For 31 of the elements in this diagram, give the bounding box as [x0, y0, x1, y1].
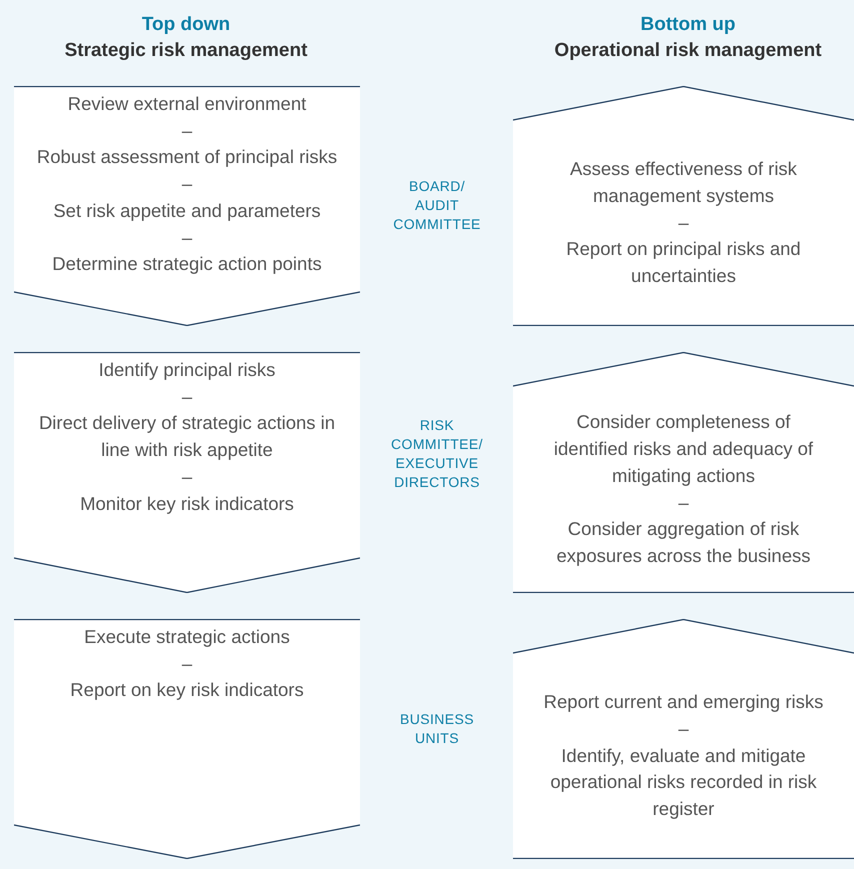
box-text: Direct delivery of strategic actions in line with risk appetite	[38, 411, 336, 462]
dash-separator: –	[180, 652, 194, 676]
column-subheading: Strategic risk management	[64, 39, 308, 63]
box-text: Consider completeness of identified risks and adequacy of mitigating actions	[552, 410, 814, 488]
dash-separator: –	[180, 464, 194, 489]
box-text: Identify, evaluate and mitigate operational risks recorded in risk register	[549, 744, 818, 822]
box-text: Consider aggregation of risk exposures across the business	[556, 517, 812, 568]
box-text: Execute strategic actions	[83, 625, 291, 649]
box-text: Report current and emerging risks	[542, 690, 824, 714]
column-subheading: Operational risk management	[553, 39, 823, 63]
dash-separator: –	[180, 226, 194, 250]
level-label: BUSINESS UNITS	[399, 710, 475, 748]
column-heading: Top down	[140, 13, 232, 37]
box-text: Report on key risk indicators	[69, 678, 305, 702]
level-label: BOARD/ AUDIT COMMITTEE	[392, 177, 482, 234]
column-heading: Bottom up	[640, 13, 736, 37]
level-label: RISK COMMITTEE/ EXECUTIVE DIRECTORS	[391, 416, 483, 492]
box-text: Identify principal risks	[98, 358, 276, 382]
box-text: Assess effectiveness of risk management systems	[569, 157, 798, 208]
dash-separator: –	[677, 716, 690, 741]
dash-separator: –	[677, 490, 690, 514]
dash-separator: –	[677, 210, 690, 235]
box-text: Monitor key risk indicators	[79, 492, 295, 516]
box-text: Robust assessment of principal risks	[36, 145, 338, 170]
dash-separator: –	[180, 118, 194, 143]
box-text: Report on principal risks and uncertainties	[565, 237, 802, 288]
dash-separator: –	[180, 172, 194, 196]
dash-separator: –	[180, 384, 194, 409]
box-text: Determine strategic action points	[51, 252, 323, 276]
box-text: Set risk appetite and parameters	[52, 198, 322, 223]
box-text: Review external environment	[66, 92, 308, 116]
